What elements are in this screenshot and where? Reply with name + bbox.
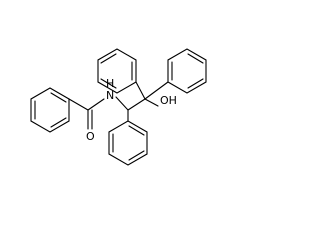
ch-c-bond [127,98,146,111]
lower-phenyl-ring [108,109,148,166]
chemical-structure-diagram: H N O OH [30,48,207,166]
c-oh-bond [144,98,159,107]
benzoyl-phenyl-ring [30,87,70,133]
carbonyl-group [68,98,105,130]
n-ch-bond [115,96,129,111]
amide-nitrogen-h-label: H [106,77,114,90]
hydroxyl-label: OH [160,94,177,107]
upper-left-phenyl-ring [97,48,146,100]
carbonyl-oxygen-label: O [86,130,95,143]
upper-right-phenyl-ring [144,48,207,100]
amide-nitrogen-label: N [106,89,114,102]
